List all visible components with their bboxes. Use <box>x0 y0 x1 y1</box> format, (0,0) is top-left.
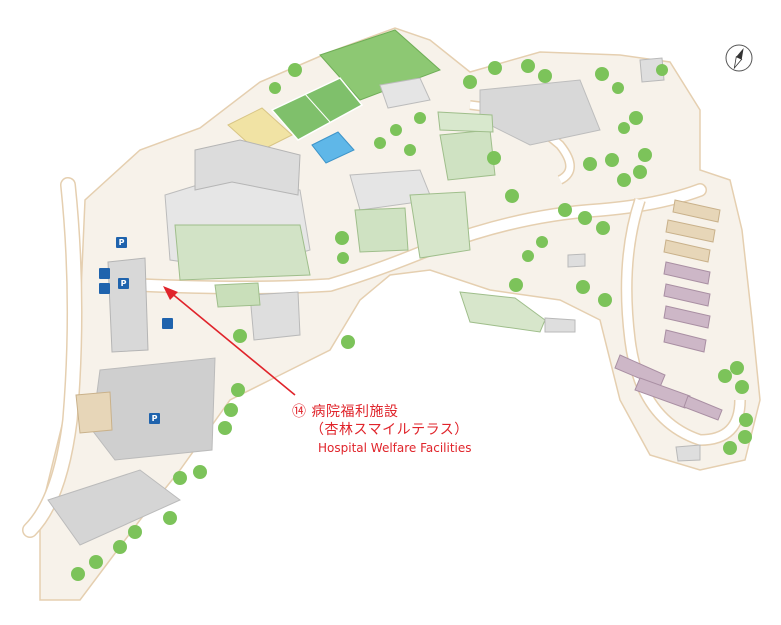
dormitories-east <box>614 199 723 421</box>
building-small-central <box>567 253 586 268</box>
pool <box>311 131 355 164</box>
callout-number: ⑭ <box>292 404 307 420</box>
taxi-stand-icon <box>99 283 110 294</box>
bus-stop-icon <box>99 268 110 279</box>
accessible-icon <box>162 318 173 329</box>
pitch-line <box>304 93 331 123</box>
central-buildings <box>349 77 496 259</box>
parking-lot-southwest <box>47 469 181 546</box>
parking-badge: P <box>118 278 129 289</box>
building-southwest <box>75 391 113 434</box>
compass-icon <box>725 44 753 72</box>
parking-badge: P <box>149 413 160 424</box>
callout-arrow <box>163 286 296 396</box>
building-south-east <box>675 444 701 462</box>
callout-subtitle-jp: （杏林スマイルテラス） <box>310 421 469 438</box>
callout-name-en: Hospital Welfare Facilities <box>318 441 472 455</box>
callout-name-jp: 病院福利施設 <box>311 404 399 420</box>
southeast-buildings <box>459 291 576 333</box>
soccer-pitch <box>270 77 364 141</box>
hospital-complex <box>107 139 311 353</box>
facility-callout: ⑭ 病院福利施設 （杏林スマイルテラス） Hospital Welfare Fa… <box>292 404 472 456</box>
building-northeast <box>639 57 665 83</box>
trees <box>71 59 753 581</box>
callout-title-jp: ⑭ 病院福利施設 <box>292 404 472 422</box>
parking-badge: P <box>116 237 127 248</box>
